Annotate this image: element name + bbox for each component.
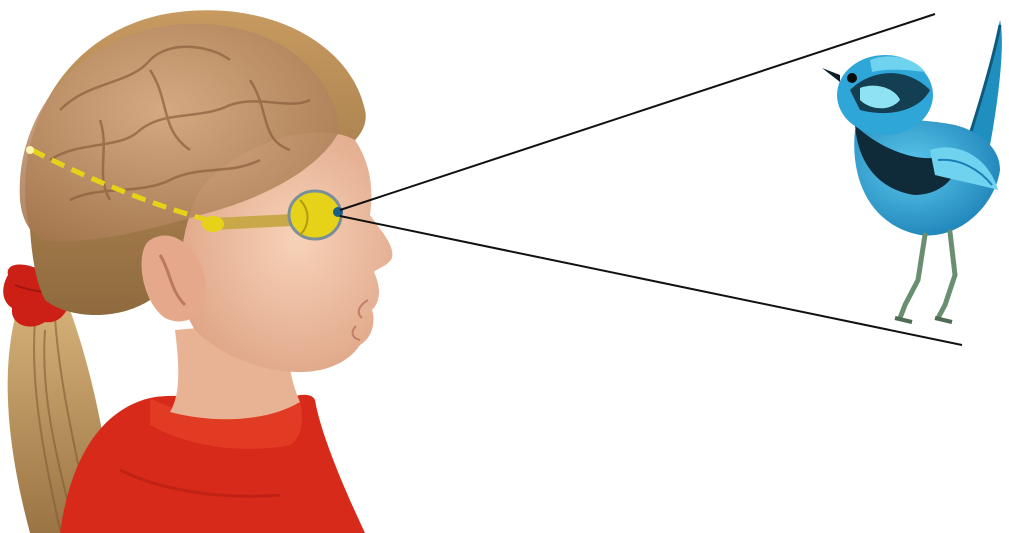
bird-eye [847, 73, 857, 83]
visual-cortex-dot [26, 146, 34, 154]
eyeball [289, 191, 341, 239]
lateral-geniculate [202, 216, 224, 232]
